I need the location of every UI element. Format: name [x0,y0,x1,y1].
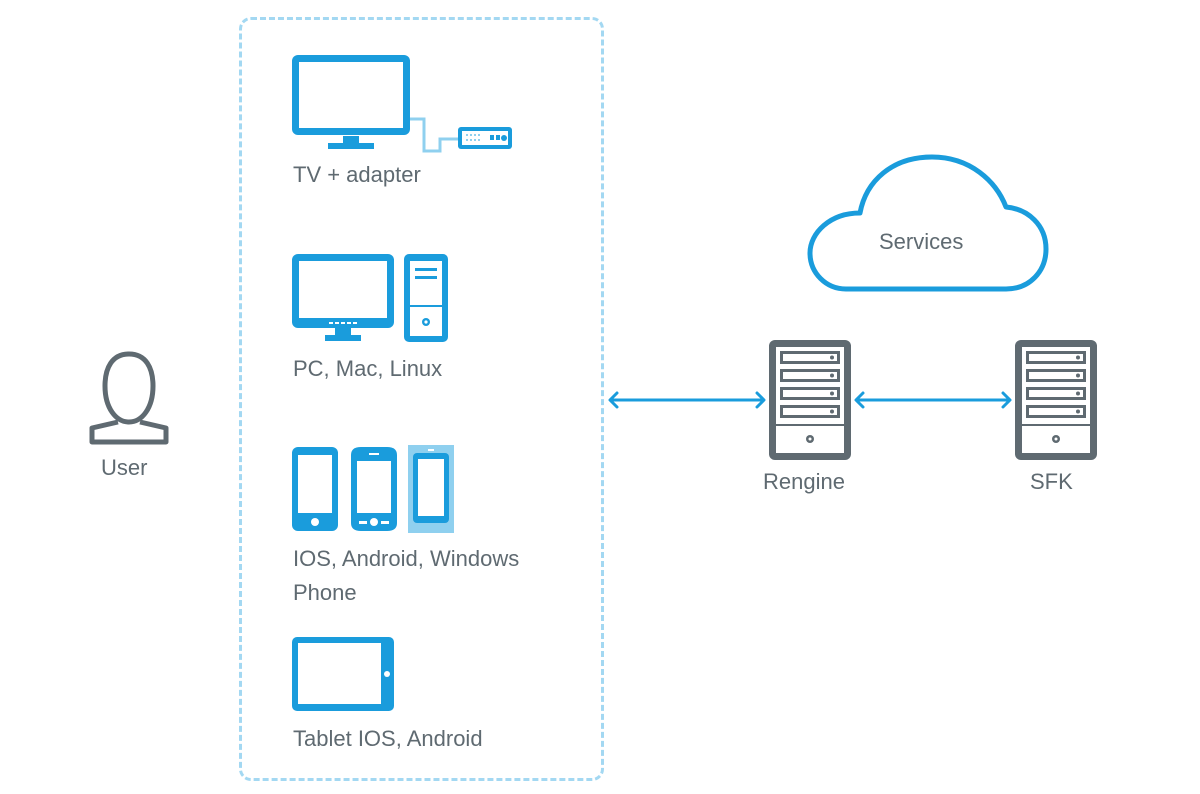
tv-adapter-icon [292,55,512,153]
device-label-tv: TV + adapter [293,162,421,187]
device-label-pc: PC, Mac, Linux [293,356,443,381]
device-label-phone-line2: Phone [293,580,357,605]
cloud-icon [807,154,1049,292]
server-icon-sfk [1015,340,1097,460]
tablet-icon [292,637,394,711]
cloud-label: Services [879,229,964,254]
user-icon [89,351,169,445]
arrow-rengine-sfk [854,391,1012,409]
device-label-phone-line1: IOS, Android, Windows [293,546,520,571]
server-label-rengine: Rengine [763,469,845,494]
smartphones-icon [292,445,454,533]
user-label: User [101,455,148,480]
server-label-sfk: SFK [1030,469,1073,494]
desktop-computer-icon [292,254,448,342]
arrow-devices-rengine [608,391,766,409]
server-icon-rengine [769,340,851,460]
device-label-tablet: Tablet IOS, Android [293,726,483,751]
devices-group-box [239,17,604,781]
